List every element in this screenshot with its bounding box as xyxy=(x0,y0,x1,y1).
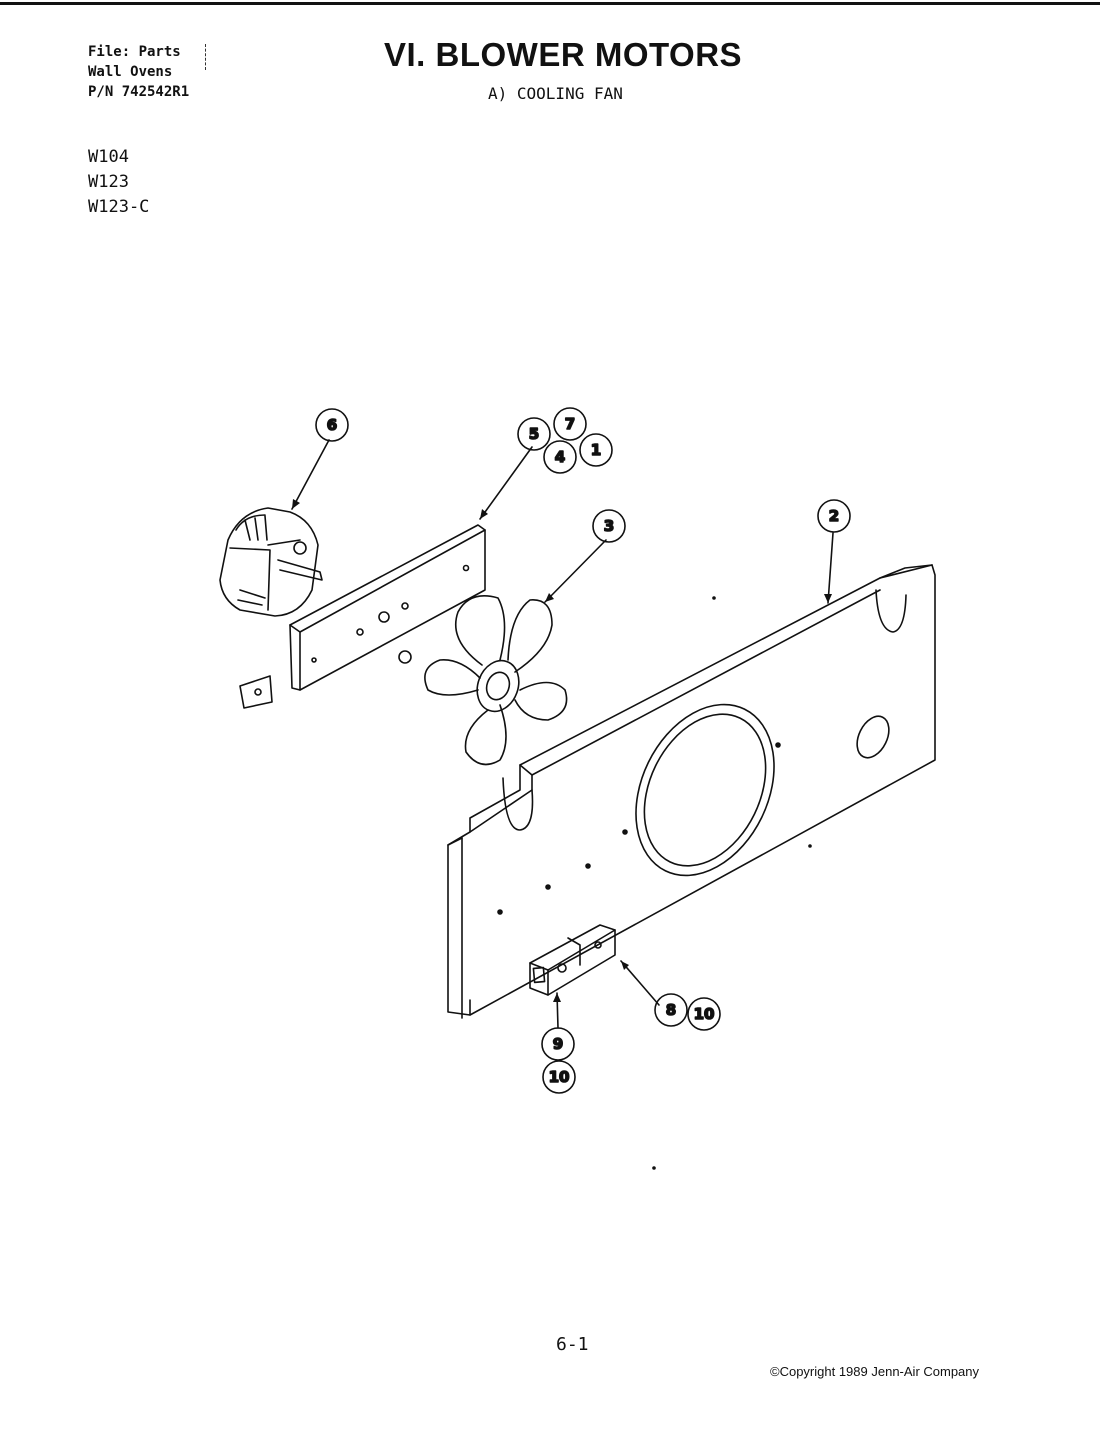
callout-number: 1 xyxy=(591,441,601,459)
callout-number: 6 xyxy=(327,416,337,434)
arrowhead-icon xyxy=(621,961,629,970)
dash-mark xyxy=(205,44,207,70)
arrowhead-icon xyxy=(545,593,554,602)
callout-6: 6 xyxy=(315,408,349,442)
callout-9: 9 xyxy=(541,1027,575,1061)
copyright-notice: ©Copyright 1989 Jenn-Air Company xyxy=(770,1364,980,1379)
file-info: File: Parts Wall Ovens P/N 742542R1 xyxy=(88,42,189,102)
speck xyxy=(808,844,812,848)
page-title: VI. BLOWER MOTORS xyxy=(384,36,743,73)
leader-line xyxy=(544,539,607,603)
callout-3: 3 xyxy=(592,509,626,543)
speck xyxy=(652,1166,656,1170)
callout-number: 2 xyxy=(829,507,839,525)
clip-icon xyxy=(239,675,273,709)
model-number: W104 xyxy=(88,147,129,167)
callout-number: 3 xyxy=(604,517,614,535)
callout-5: 5 xyxy=(517,417,551,451)
callout-number: 4 xyxy=(555,448,565,466)
model-number: W123-C xyxy=(88,197,150,217)
model-list: W104 W123 W123-C xyxy=(88,145,149,220)
leader-line xyxy=(479,446,533,520)
callout-7: 7 xyxy=(553,407,587,441)
arrowhead-icon xyxy=(553,993,561,1002)
callout-2: 2 xyxy=(817,499,851,533)
arrowhead-icon xyxy=(480,509,488,519)
leader-line xyxy=(827,532,834,604)
leader-line xyxy=(620,960,660,1006)
callout-10: 10 xyxy=(687,997,721,1031)
speck xyxy=(712,596,716,600)
callout-number: 7 xyxy=(565,415,575,433)
callout-number: 10 xyxy=(694,1005,715,1023)
model-number: W123 xyxy=(88,172,129,192)
connector-icon xyxy=(529,924,616,996)
panel-icon xyxy=(447,564,936,1019)
page-subtitle: A) COOLING FAN xyxy=(488,84,623,103)
arrowhead-icon xyxy=(292,499,300,509)
fan-blade-icon xyxy=(424,595,568,766)
nut-icon xyxy=(398,650,412,664)
arrowhead-icon xyxy=(824,594,832,603)
bracket-icon xyxy=(289,524,486,691)
top-rule xyxy=(0,2,1100,5)
page-number: 6-1 xyxy=(556,1334,589,1355)
callout-10-lower: 10 xyxy=(542,1060,576,1094)
file-line: File: Parts xyxy=(88,44,181,60)
callout-number: 8 xyxy=(666,1001,676,1019)
callout-1: 1 xyxy=(579,433,613,467)
callout-4: 4 xyxy=(543,440,577,474)
motor-icon xyxy=(219,507,323,617)
callout-number: 10 xyxy=(549,1068,570,1086)
leader-lines xyxy=(291,439,834,1029)
file-line: Wall Ovens xyxy=(88,64,173,80)
leader-line xyxy=(291,439,330,510)
callout-number: 9 xyxy=(553,1035,563,1053)
callout-number: 5 xyxy=(529,425,539,443)
callout-8: 8 xyxy=(654,993,688,1027)
file-line: P/N 742542R1 xyxy=(88,84,190,100)
